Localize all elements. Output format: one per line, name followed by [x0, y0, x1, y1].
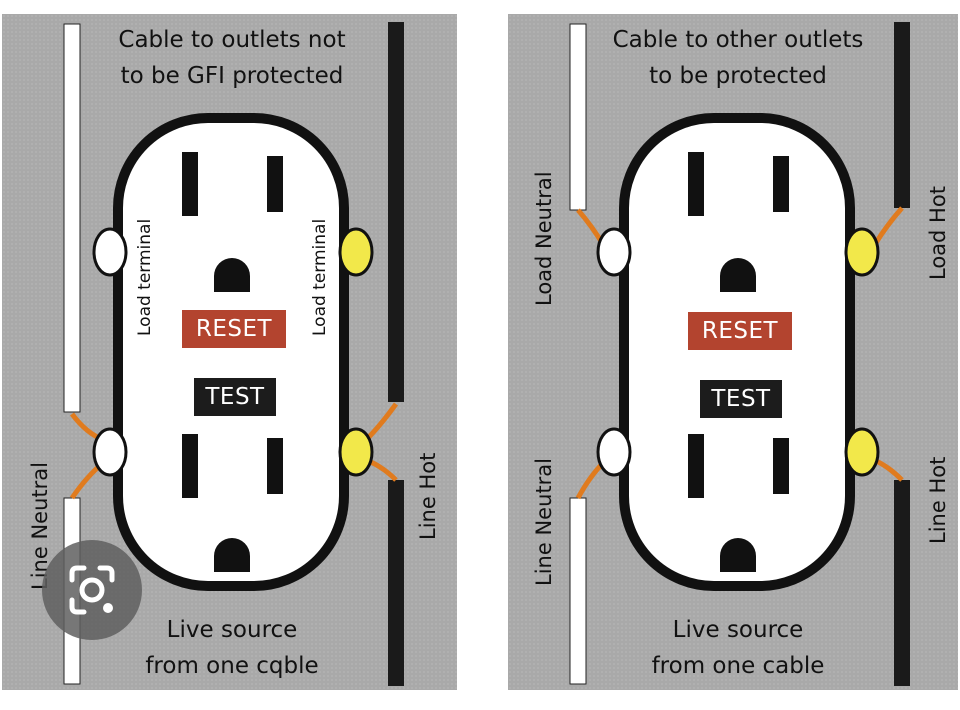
test-button: TEST: [700, 380, 782, 418]
bottom-caption-line-1: Live source: [166, 617, 298, 643]
top-ground-hole: [214, 258, 250, 292]
right-wiring-panel: Cable to other outlets to be protected L…: [508, 14, 958, 690]
line-hot-label: Line Hot: [416, 452, 440, 540]
top-caption: Cable to outlets not to be GFI protected: [97, 22, 367, 94]
top-neutral-slot: [688, 152, 704, 216]
load-neutral-wire: [569, 23, 587, 211]
bottom-caption-line-1: Live source: [672, 617, 804, 643]
top-neutral-slot: [182, 152, 198, 216]
neutral-wire-upper: [63, 23, 81, 413]
load-hot-jumper: [871, 206, 904, 248]
bottom-hot-slot: [773, 438, 789, 494]
reset-button: RESET: [182, 310, 286, 348]
top-ground-hole: [720, 258, 756, 292]
bottom-ground-hole: [720, 538, 756, 572]
bottom-hot-slot: [267, 438, 283, 494]
line-hot-screw: [844, 427, 880, 477]
line-hot-jumper: [872, 457, 904, 482]
outlet-body: [619, 113, 855, 591]
right-wiring-drawing: [569, 22, 910, 686]
bottom-neutral-slot: [182, 434, 198, 498]
load-neutral-screw: [92, 227, 128, 277]
bottom-caption: Live source from one cable: [633, 612, 843, 684]
line-neutral-screw: [92, 427, 128, 477]
top-caption-line-2: to be GFI protected: [120, 63, 344, 89]
top-hot-slot: [267, 156, 283, 212]
top-caption-line-1: Cable to outlets not: [118, 27, 346, 53]
lens-camera-glyph: [69, 565, 115, 615]
line-neutral-label: Line Neutral: [532, 458, 556, 586]
top-caption: Cable to other outlets to be protected: [588, 22, 888, 94]
load-terminal-label-left: Load terminal: [135, 218, 155, 336]
load-hot-screw: [338, 227, 374, 277]
line-neutral-wire: [569, 497, 587, 685]
bottom-caption-line-2: from one cable: [651, 653, 825, 679]
load-hot-wire: [894, 22, 910, 208]
top-caption-line-1: Cable to other outlets: [612, 27, 864, 53]
hot-jumper-top: [364, 402, 399, 442]
line-hot-label: Line Hot: [926, 456, 950, 544]
line-neutral-screw: [596, 427, 632, 477]
left-wiring-drawing: [63, 22, 404, 686]
load-hot-screw: [844, 227, 880, 277]
load-hot-label: Load Hot: [926, 186, 950, 280]
test-button: TEST: [194, 378, 276, 416]
load-neutral-screw: [596, 227, 632, 277]
bottom-ground-hole: [214, 538, 250, 572]
outlet-body: [113, 113, 349, 591]
lens-camera-icon[interactable]: [42, 540, 142, 640]
hot-wire-lower: [388, 480, 404, 686]
line-hot-wire: [894, 480, 910, 686]
reset-button: RESET: [688, 312, 792, 350]
hot-wire-upper: [388, 22, 404, 402]
bottom-caption-line-2: from one cqble: [145, 653, 319, 679]
line-neutral-jumper: [575, 460, 606, 500]
top-caption-line-2: to be protected: [649, 63, 827, 89]
line-hot-screw: [338, 427, 374, 477]
left-wiring-panel: Cable to outlets not to be GFI protected…: [2, 14, 457, 690]
bottom-neutral-slot: [688, 434, 704, 498]
top-hot-slot: [773, 156, 789, 212]
load-terminal-label-right: Load terminal: [310, 218, 330, 336]
load-neutral-label: Load Neutral: [532, 171, 556, 306]
bottom-caption: Live source from one cqble: [132, 612, 332, 684]
